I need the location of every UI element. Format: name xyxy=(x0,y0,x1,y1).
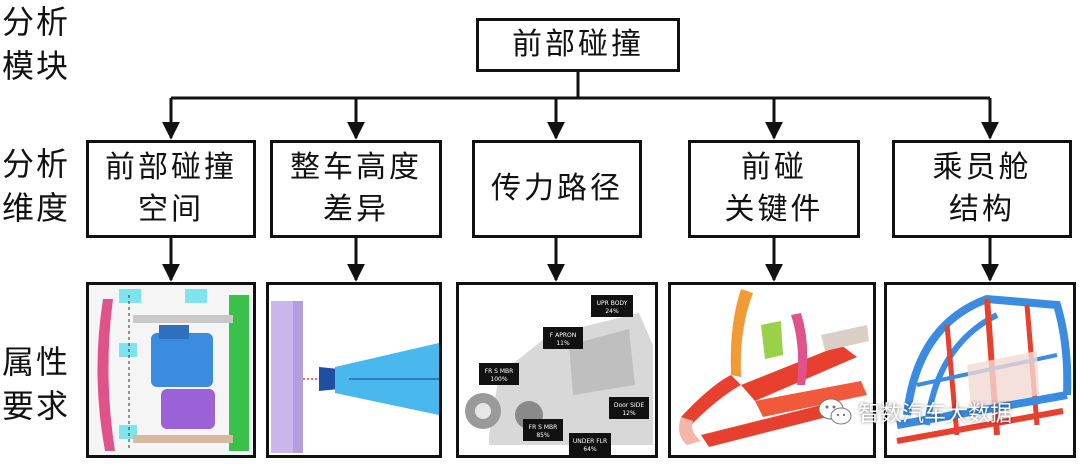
dimension-box-4: 前碰 关键件 xyxy=(688,140,860,238)
label-fr-s-mbr-pct: 100% xyxy=(490,376,507,383)
image-front-crash-space xyxy=(86,282,256,458)
label-door-side: Door SIDE xyxy=(614,402,645,409)
dimension-1-line1: 前部碰撞 xyxy=(105,150,237,185)
label-upr-body: UPR BODY xyxy=(597,300,628,307)
row-label-module-line2: 模块 xyxy=(2,47,71,85)
image-passenger-compartment xyxy=(884,282,1076,458)
image-vehicle-height-difference xyxy=(266,282,442,458)
label-door-side-pct: 12% xyxy=(622,410,636,417)
row-label-module-line1: 分析 xyxy=(2,3,71,41)
dimension-5-line1: 乘员舱 xyxy=(932,150,1032,185)
label-f-apron: F APRON xyxy=(550,332,576,339)
image-load-path: UPR BODY 24% F APRON 11% FR S MBR 100% D… xyxy=(456,282,658,458)
dimension-box-2: 整车高度 差异 xyxy=(270,140,442,238)
label-under-flr: UNDER FLR xyxy=(573,438,607,445)
label-fr-s-mbr-2-pct: 85% xyxy=(536,432,550,439)
row-label-dimension-line1: 分析 xyxy=(2,145,71,183)
dimension-box-1: 前部碰撞 空间 xyxy=(86,140,256,238)
label-upr-body-pct: 24% xyxy=(605,308,619,315)
row-label-requirement-line2: 要求 xyxy=(2,387,71,425)
label-fr-s-mbr-2: FR S MBR xyxy=(529,424,558,431)
watermark-text: 智数汽车大数据 xyxy=(858,402,1013,427)
dimension-1-line2: 空间 xyxy=(138,192,204,227)
dimension-2-line2: 差异 xyxy=(323,192,389,227)
row-label-module: 分析 模块 xyxy=(2,0,70,88)
label-fr-s-mbr: FR S MBR xyxy=(485,368,514,375)
dimension-3-line1: 传力路径 xyxy=(491,171,623,206)
image-front-crash-key-parts xyxy=(668,282,876,458)
dimension-2-line1: 整车高度 xyxy=(290,150,422,185)
wechat-icon xyxy=(818,398,852,425)
row-label-requirement-line1: 属性 xyxy=(2,343,71,381)
label-f-apron-pct: 11% xyxy=(556,340,570,347)
root-label: 前部碰撞 xyxy=(512,27,644,62)
dimension-box-5: 乘员舱 结构 xyxy=(892,140,1072,238)
dimension-4-line1: 前碰 xyxy=(741,150,807,185)
dimension-5-line2: 结构 xyxy=(949,192,1015,227)
dimension-box-3: 传力路径 xyxy=(472,140,642,238)
row-label-requirement: 属性 要求 xyxy=(2,340,70,428)
dimension-4-line2: 关键件 xyxy=(724,192,824,227)
row-label-dimension-line2: 维度 xyxy=(2,189,71,227)
root-box: 前部碰撞 xyxy=(476,18,680,72)
label-under-flr-pct: 64% xyxy=(583,446,597,453)
watermark: 智数汽车大数据 xyxy=(818,396,1012,428)
row-label-dimension: 分析 维度 xyxy=(2,142,70,230)
